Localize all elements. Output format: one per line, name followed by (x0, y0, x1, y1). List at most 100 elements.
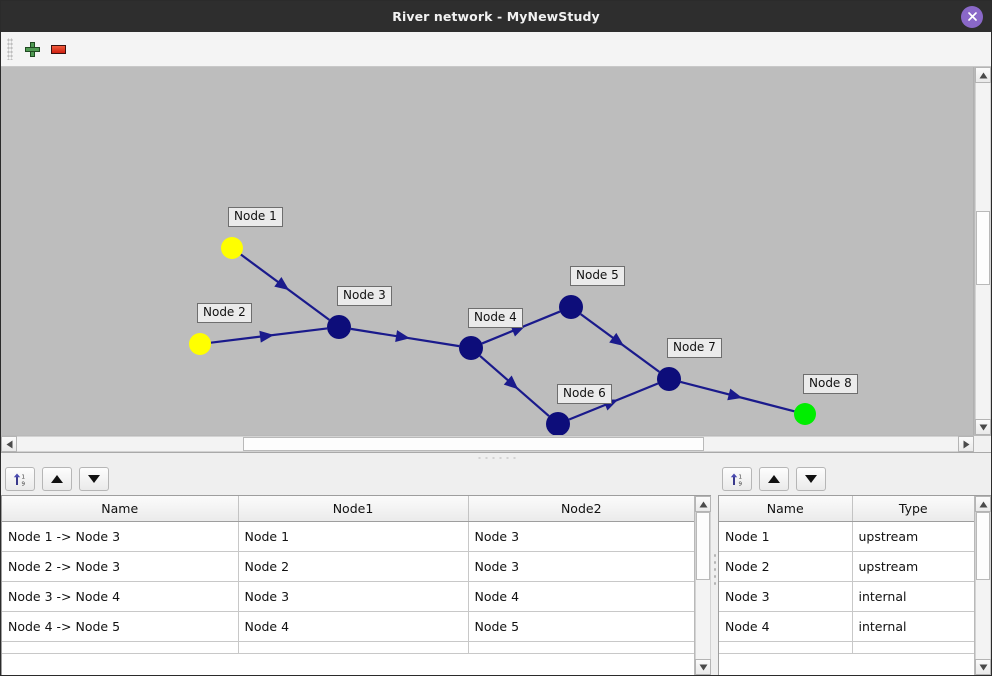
table-cell[interactable]: Node 5 (468, 611, 694, 642)
table-cell[interactable] (719, 641, 853, 654)
scroll-track-horizontal[interactable] (17, 436, 958, 452)
graph-node[interactable] (794, 403, 816, 425)
graph-edges (210, 253, 795, 421)
nodes-move-down-button[interactable] (796, 467, 826, 491)
reaches-scroll-up-button[interactable] (695, 496, 711, 512)
table-cell[interactable]: Node 2 (238, 551, 469, 582)
add-node-button[interactable] (19, 36, 45, 62)
table-cell[interactable] (238, 641, 469, 654)
reaches-sort-button[interactable]: 1 9 (5, 467, 35, 491)
reaches-scroll-down-button[interactable] (695, 659, 711, 675)
nodes-scroll-thumb[interactable] (976, 512, 990, 580)
reaches-move-up-button[interactable] (42, 467, 72, 491)
table-cell[interactable]: Node 2 (719, 551, 853, 582)
table-cell[interactable]: internal (852, 581, 974, 612)
graph-node[interactable] (546, 412, 570, 435)
scroll-thumb-vertical[interactable] (976, 210, 990, 285)
graph-node-label[interactable]: Node 6 (557, 384, 612, 404)
scroll-left-button[interactable] (1, 436, 17, 452)
nodes-move-up-button[interactable] (759, 467, 789, 491)
network-diagram-canvas[interactable]: Node 1 Node 2 Node 3 Node 4 Node 5 Node 6 Node… (1, 67, 974, 435)
table-cell[interactable]: Node 3 (719, 581, 853, 612)
table-cell[interactable]: Node 1 (719, 521, 853, 552)
table-cell[interactable] (2, 641, 239, 654)
table-row-partial[interactable] (719, 641, 974, 654)
table-cell[interactable] (852, 641, 974, 654)
panel-splitter-horizontal[interactable] (1, 452, 991, 463)
graph-node[interactable] (327, 315, 351, 339)
table-cell[interactable] (468, 641, 694, 654)
reaches-scroll-track[interactable] (695, 512, 711, 659)
canvas-horizontal-scrollbar[interactable] (1, 435, 991, 452)
table-cell[interactable]: Node 3 (468, 521, 694, 552)
graph-node-label[interactable]: Node 8 (803, 374, 858, 394)
table-cell[interactable]: Node 4 (719, 611, 853, 642)
graph-node[interactable] (559, 295, 583, 319)
nodes-scroll-track[interactable] (975, 512, 991, 659)
graph-edge-arrowhead-icon (395, 330, 410, 343)
remove-node-button[interactable] (45, 36, 71, 62)
graph-node-label[interactable]: Node 3 (337, 286, 392, 306)
graph-node-label[interactable]: Node 1 (228, 207, 283, 227)
nodes-toolbar: 1 9 (718, 463, 991, 495)
window-title: River network - MyNewStudy (392, 9, 600, 24)
reaches-vertical-scrollbar[interactable] (694, 496, 711, 675)
scroll-track-vertical[interactable] (975, 83, 991, 419)
graph-node-label[interactable]: Node 7 (667, 338, 722, 358)
table-cell[interactable]: Node 4 (468, 581, 694, 612)
reaches-column-header[interactable]: Name (2, 496, 239, 522)
table-cell[interactable]: Node 3 -> Node 4 (2, 581, 239, 612)
table-cell[interactable]: Node 1 -> Node 3 (2, 521, 239, 552)
table-cell[interactable]: Node 3 (238, 581, 469, 612)
graph-node[interactable] (221, 237, 243, 259)
table-cell[interactable]: internal (852, 611, 974, 642)
table-cell[interactable]: Node 2 -> Node 3 (2, 551, 239, 582)
graph-node-label[interactable]: Node 2 (197, 303, 252, 323)
scroll-up-button[interactable] (975, 67, 991, 83)
graph-node[interactable] (459, 336, 483, 360)
window-titlebar: River network - MyNewStudy (1, 1, 991, 32)
table-cell[interactable]: Node 1 (238, 521, 469, 552)
table-cell[interactable]: upstream (852, 551, 974, 582)
nodes-column-header[interactable]: Name (719, 496, 853, 522)
table-cell[interactable]: upstream (852, 521, 974, 552)
graph-node-label[interactable]: Node 4 (468, 308, 523, 328)
canvas-vertical-scrollbar[interactable] (974, 67, 991, 435)
reaches-move-down-button[interactable] (79, 467, 109, 491)
splitter-grip-vertical-icon (712, 552, 717, 586)
reaches-column-header[interactable]: Node2 (468, 496, 694, 522)
table-cell[interactable]: Node 3 (468, 551, 694, 582)
nodes-scroll-down-button[interactable] (975, 659, 991, 675)
toolbar-grip[interactable] (7, 38, 13, 60)
table-cell[interactable]: Node 4 -> Node 5 (2, 611, 239, 642)
graph-node[interactable] (657, 367, 681, 391)
graph-node[interactable] (189, 333, 211, 355)
reaches-column-header[interactable]: Node1 (238, 496, 469, 522)
table-row-partial[interactable] (2, 641, 694, 654)
scroll-thumb-horizontal[interactable] (242, 437, 704, 451)
nodes-sort-button[interactable]: 1 9 (722, 467, 752, 491)
reaches-scroll-thumb[interactable] (696, 512, 710, 580)
chevron-down-icon (699, 664, 707, 670)
nodes-vertical-scrollbar[interactable] (974, 496, 991, 675)
nodes-column-header[interactable]: Type (852, 496, 974, 522)
graph-node-label[interactable]: Node 5 (570, 266, 625, 286)
scroll-right-button[interactable] (958, 436, 974, 452)
svg-text:1: 1 (21, 474, 25, 480)
scroll-down-button[interactable] (975, 419, 991, 435)
close-button[interactable] (961, 5, 983, 28)
table-cell[interactable]: Node 4 (238, 611, 469, 642)
nodes-scroll-up-button[interactable] (975, 496, 991, 512)
tables-splitter-vertical[interactable] (711, 463, 718, 675)
